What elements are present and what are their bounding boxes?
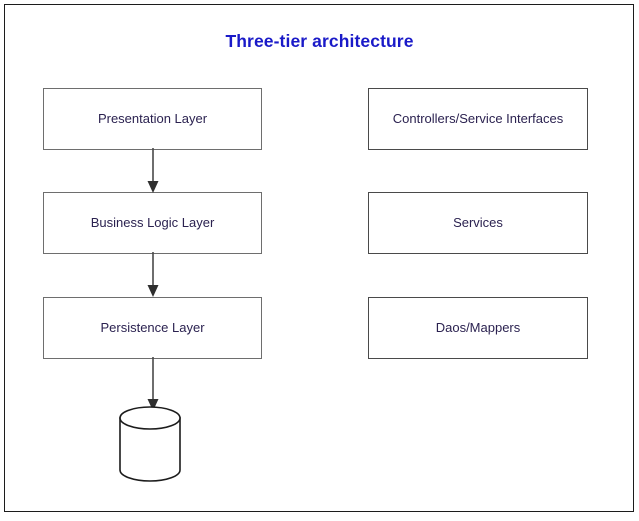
database-cylinder-icon[interactable] [118, 405, 182, 483]
arrow-persistence-to-database [147, 357, 159, 411]
node-label: Business Logic Layer [90, 215, 215, 231]
node-presentation-layer[interactable]: Presentation Layer [43, 88, 262, 150]
arrow-presentation-to-business-logic [147, 148, 159, 193]
diagram-title: Three-tier architecture [225, 31, 414, 51]
arrow-business-logic-to-persistence [147, 252, 159, 297]
node-services[interactable]: Services [368, 192, 588, 254]
node-label: Presentation Layer [97, 111, 208, 127]
node-persistence-layer[interactable]: Persistence Layer [43, 297, 262, 359]
node-daos-mappers[interactable]: Daos/Mappers [368, 297, 588, 359]
node-business-logic-layer[interactable]: Business Logic Layer [43, 192, 262, 254]
node-label: Services [453, 215, 503, 231]
node-label: Daos/Mappers [435, 320, 521, 336]
node-label: Persistence Layer [100, 320, 205, 336]
diagram-frame [4, 4, 634, 512]
node-label: Controllers/Service Interfaces [392, 111, 564, 127]
node-controllers-service-interfaces[interactable]: Controllers/Service Interfaces [368, 88, 588, 150]
